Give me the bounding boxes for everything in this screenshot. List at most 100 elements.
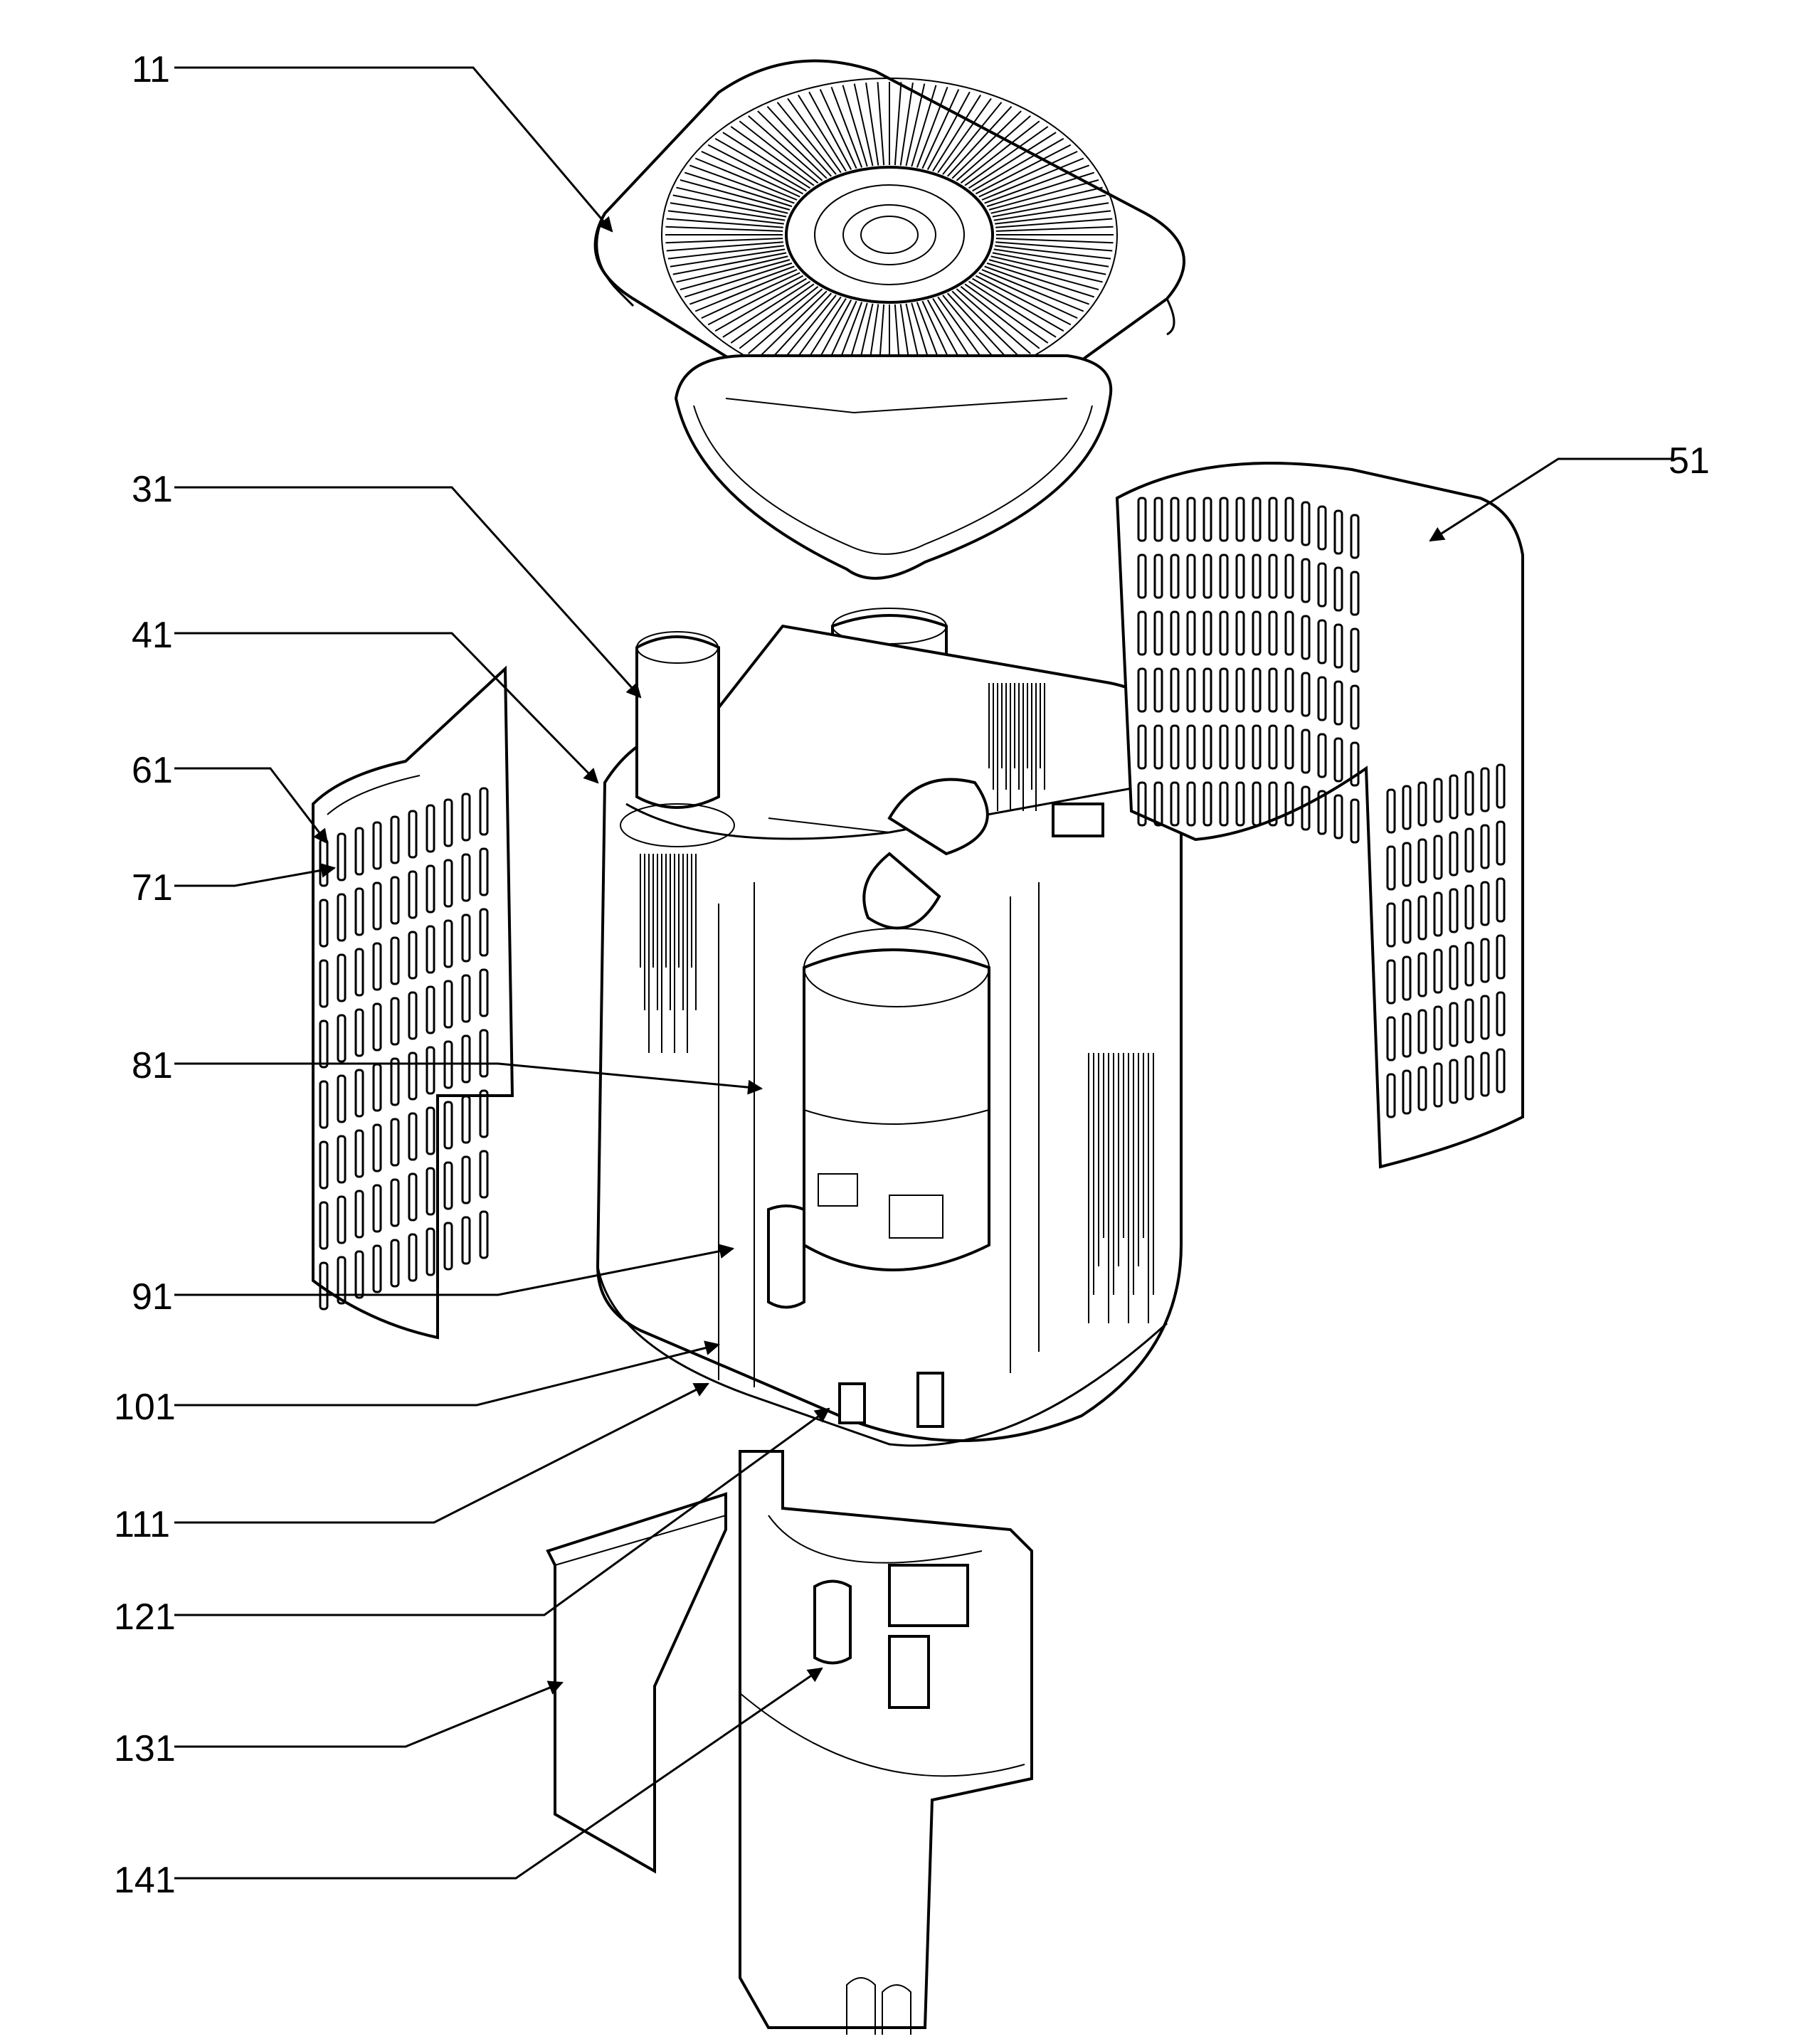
louver-slot bbox=[426, 1106, 435, 1155]
louver-slot bbox=[1417, 895, 1427, 941]
louver-slot bbox=[1301, 501, 1311, 546]
grille-spoke bbox=[964, 126, 1049, 186]
louver-slot bbox=[1235, 667, 1245, 713]
callout-41: 41 bbox=[132, 615, 173, 656]
louver-slot bbox=[1480, 995, 1490, 1040]
louver-slot bbox=[1202, 497, 1212, 542]
louver-slot bbox=[479, 968, 489, 1017]
grille-spoke bbox=[968, 280, 1057, 338]
louver-slot bbox=[372, 942, 382, 991]
louver-slot bbox=[1433, 835, 1443, 880]
louver-slot bbox=[1480, 824, 1490, 869]
louver-slot bbox=[390, 876, 400, 925]
louver-slot bbox=[1317, 676, 1327, 721]
louver-slot bbox=[1170, 497, 1180, 542]
louver-slot bbox=[443, 798, 453, 847]
louver-slot bbox=[1464, 1055, 1474, 1101]
louver-slot bbox=[354, 1129, 364, 1178]
louver-slot bbox=[1284, 781, 1294, 827]
callout-81: 81 bbox=[132, 1045, 173, 1086]
callout-labels: 11 31 41 51 61 71 81 91 101 111 121 131 … bbox=[114, 49, 1710, 1901]
grille-spoke bbox=[911, 85, 937, 167]
louver-slot bbox=[1186, 497, 1196, 542]
louver-slot bbox=[354, 948, 364, 997]
louver-slot bbox=[1284, 610, 1294, 656]
louver-slot bbox=[1333, 794, 1343, 840]
louver-slot bbox=[461, 1155, 471, 1204]
louver-slot bbox=[461, 1034, 471, 1084]
louver-slot bbox=[1386, 788, 1396, 834]
louver-slot bbox=[408, 810, 418, 859]
louver-slot bbox=[354, 1008, 364, 1057]
grille-spoke bbox=[667, 245, 784, 260]
louver-slot bbox=[1350, 741, 1360, 787]
grille-spoke bbox=[984, 164, 1090, 204]
grille-spoke bbox=[990, 186, 1103, 214]
louver-slot bbox=[390, 815, 400, 864]
louver-slot bbox=[1496, 991, 1506, 1037]
louver-slot bbox=[1417, 952, 1427, 997]
louver-slot bbox=[1186, 554, 1196, 599]
louver-slot bbox=[1219, 781, 1229, 827]
louver-slot bbox=[1268, 554, 1278, 599]
louver-slot bbox=[1186, 667, 1196, 713]
louver-slot bbox=[1386, 959, 1396, 1005]
grille-spoke bbox=[995, 238, 1114, 244]
grille-spoke bbox=[960, 286, 1040, 349]
callout-121: 121 bbox=[114, 1596, 176, 1638]
louver-slot bbox=[1170, 667, 1180, 713]
louver-slot bbox=[1317, 505, 1327, 551]
louver-slot bbox=[1402, 899, 1412, 944]
louver-slot bbox=[408, 1233, 418, 1282]
louver-slot bbox=[1317, 619, 1327, 664]
coil-guard-left bbox=[312, 665, 514, 1340]
louver-slot bbox=[479, 1029, 489, 1078]
louver-slot bbox=[1449, 888, 1459, 933]
grille-spoke bbox=[995, 241, 1113, 252]
louver-slot bbox=[479, 1210, 489, 1259]
louver-slot bbox=[461, 974, 471, 1023]
grille-spoke bbox=[684, 171, 793, 208]
louver-slot bbox=[1137, 724, 1147, 770]
grille-spoke bbox=[830, 86, 863, 168]
louver-slot bbox=[354, 827, 364, 876]
grille-spoke bbox=[665, 226, 783, 232]
grille-spoke bbox=[865, 83, 879, 166]
louver-slot bbox=[1350, 571, 1360, 616]
grille-spoke bbox=[984, 265, 1090, 305]
grille-spoke bbox=[676, 186, 788, 214]
grille-spoke bbox=[739, 286, 819, 349]
louver-slot bbox=[1202, 781, 1212, 827]
louver-slot bbox=[1464, 827, 1474, 873]
louver-slot bbox=[1333, 566, 1343, 612]
callout-71: 71 bbox=[132, 867, 173, 909]
louver-slot bbox=[443, 1222, 453, 1271]
grille-spoke bbox=[766, 292, 832, 364]
louver-slot bbox=[1386, 1073, 1396, 1118]
louver-slot bbox=[1137, 610, 1147, 656]
grille-spoke bbox=[680, 259, 791, 291]
louver-slot bbox=[1449, 831, 1459, 877]
grille-spoke bbox=[748, 115, 823, 181]
grille-spoke bbox=[877, 82, 885, 166]
grille-spoke bbox=[995, 226, 1114, 232]
grille-spoke bbox=[978, 272, 1078, 319]
louver-slot bbox=[372, 1002, 382, 1052]
louver-slot bbox=[1402, 785, 1412, 830]
louver-slot bbox=[1417, 1009, 1427, 1054]
callout-leaders bbox=[174, 66, 1672, 1880]
grille-spoke bbox=[926, 91, 971, 170]
callout-11: 11 bbox=[132, 49, 170, 90]
louver-slot bbox=[1464, 771, 1474, 816]
louver-slot bbox=[1496, 934, 1506, 980]
louver-slot bbox=[319, 1201, 329, 1250]
grille-spoke bbox=[766, 106, 832, 177]
grille-spoke bbox=[981, 269, 1084, 312]
louver-slot bbox=[408, 931, 418, 980]
louver-slot bbox=[1252, 497, 1262, 542]
louver-slot bbox=[1252, 554, 1262, 599]
louver-slot bbox=[479, 908, 489, 957]
louver-slot bbox=[479, 787, 489, 836]
grille-spoke bbox=[667, 210, 784, 225]
grille-spoke bbox=[978, 150, 1078, 198]
